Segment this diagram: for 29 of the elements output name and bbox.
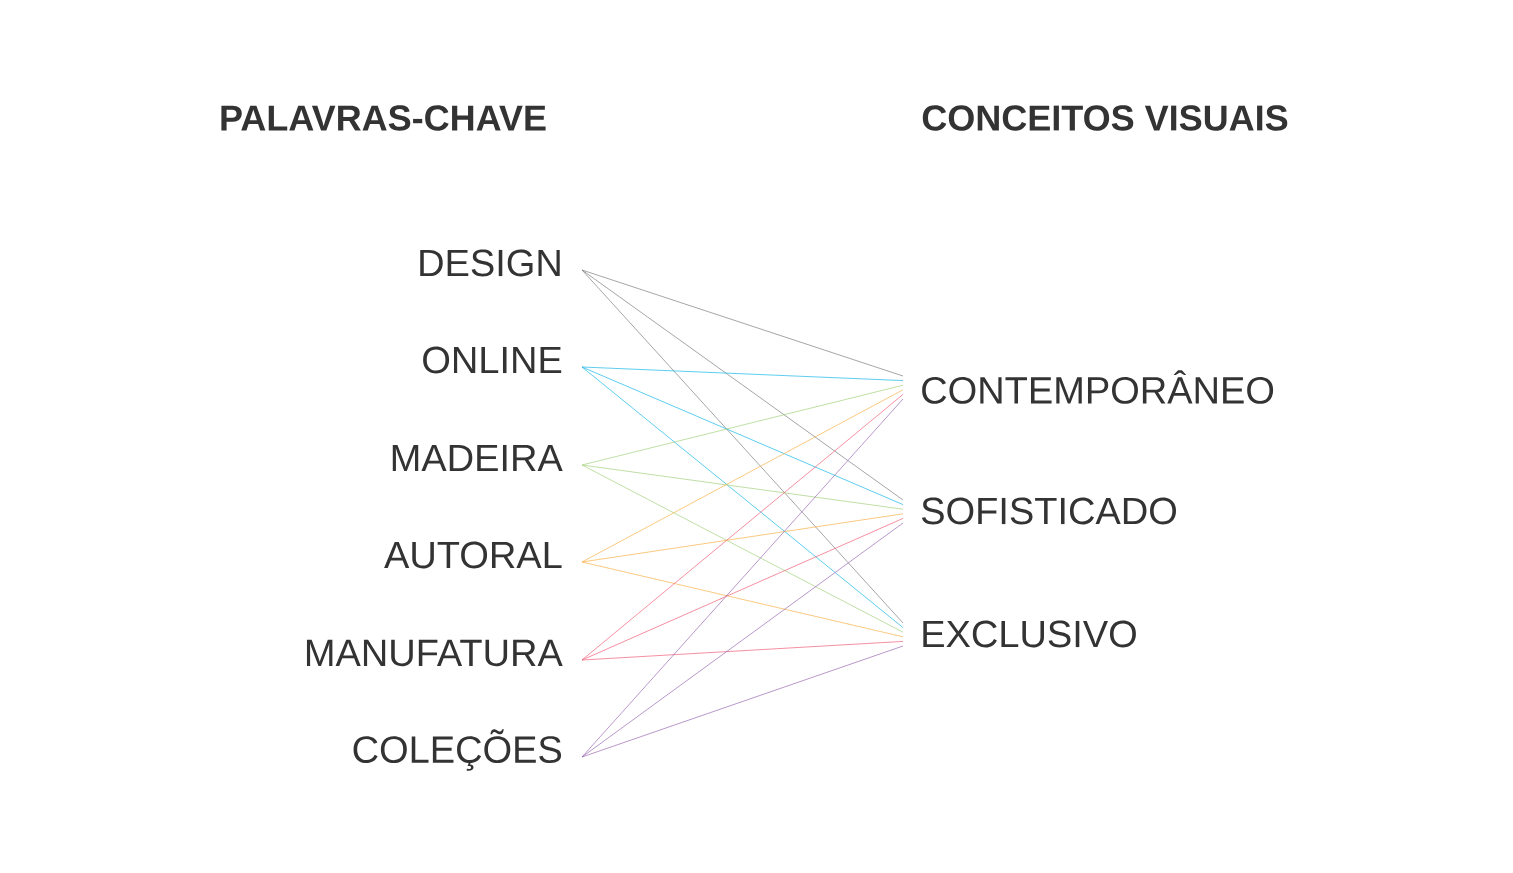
connector-line	[581, 366, 904, 381]
keyword-label: COLEÇÕES	[353, 729, 562, 771]
column-heading: CONCEITOS VISUAIS	[922, 105, 1288, 131]
connector-line	[581, 269, 904, 377]
connector-line	[581, 522, 904, 758]
keyword-label: ONLINE	[423, 346, 562, 374]
connector-line	[581, 641, 904, 661]
keyword-label: EXCLUSIVO	[923, 620, 1136, 648]
keyword-label: MANUFATURA	[306, 639, 563, 667]
connector-line	[581, 464, 904, 633]
keyword-label: CONTEMPORÂNEO	[922, 370, 1274, 404]
connector-line	[581, 561, 904, 638]
keyword-label: SOFISTICADO	[921, 497, 1176, 525]
connector-line	[581, 513, 904, 563]
connector-line	[581, 464, 904, 510]
keyword-label: MADEIRA	[392, 444, 563, 472]
connector-line	[581, 518, 904, 661]
connector-line	[581, 384, 904, 466]
column-heading: PALAVRAS-CHAVE	[221, 105, 546, 131]
connector-line	[581, 269, 904, 501]
connector-line	[581, 269, 904, 624]
keyword-label: DESIGN	[420, 249, 560, 277]
connector-line	[581, 394, 904, 661]
connector-line	[581, 366, 904, 505]
connector-line	[581, 645, 904, 758]
connector-line	[581, 398, 904, 758]
connector-line	[581, 366, 904, 628]
connector-line	[581, 389, 904, 563]
keyword-label: AUTORAL	[384, 541, 562, 569]
